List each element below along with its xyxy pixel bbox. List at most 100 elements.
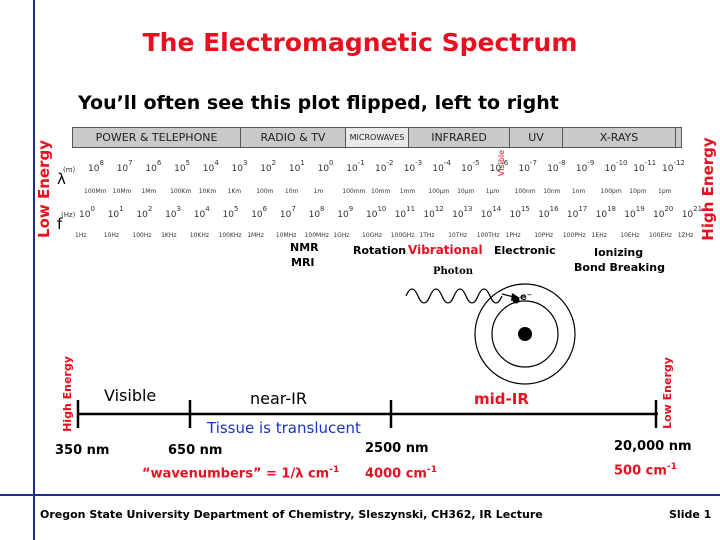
freq-power-2: 102 [136,205,153,220]
outer-orbit [474,283,576,385]
vibrational-label: Vibrational [408,243,483,257]
freq-tick-label-2: 100Hz [132,232,152,239]
freq-power-10: 1010 [366,205,387,220]
lambda-power-9: 10-1 [346,159,365,174]
lambda-power-1: 107 [116,159,133,174]
lambda-tick-label-20: 1pm [658,188,672,195]
freq-power-6: 106 [251,205,268,220]
electron-label: e⁻ [520,292,533,303]
lambda-exponent-7: 1 [300,159,305,167]
freq-power-11: 1011 [394,205,416,220]
freq-power-1: 101 [107,205,124,220]
lambda-tick-label-10: 10mm [371,188,391,195]
wavenumbers-label: “wavenumbers” = 1/λ cm-1 [142,465,339,481]
band-infrared: INFRARED [409,128,510,147]
freq-power-17: 1017 [566,205,588,220]
freq-exponent-21: 21 [693,205,703,213]
lambda-tick-label-12: 100μm [428,188,450,195]
lambda-tick-label-17: 1nm [571,188,586,195]
lambda-tick-label-15: 100nm [514,188,536,195]
freq-exponent-18: 18 [607,205,616,213]
freq-tick-label-6: 1MHz [247,232,264,239]
bond-breaking-label: Bond Breaking [574,261,665,274]
wavenumber-500: 500 cm-1 [614,462,677,478]
freq-unit: (Hz) [61,211,76,219]
band-xrays: X-RAYS [563,128,676,147]
lambda-power-10: 10-2 [375,159,394,174]
freq-power-3: 103 [165,205,182,220]
lambda-exponent-14: -6 [501,159,509,167]
freq-exponent-6: 6 [262,205,268,213]
photon-label: Photon [433,266,474,277]
freq-tick-label-0: 1Hz [75,232,87,239]
lambda-power-4: 104 [202,159,219,174]
freq-exponent-14: 14 [492,205,502,213]
lambda-tick-label-0: 100Mm [84,188,107,195]
freq-power-13: 1013 [452,205,473,220]
freq-power-21: 1021 [681,205,703,220]
lambda-symbol: λ [57,170,66,188]
band-microwaves: MICROWAVES [346,128,409,147]
freq-tick-label-18: 1EHz [591,232,607,239]
freq-tick-label-1: 10Hz [103,232,119,239]
lambda-exponent-8: 0 [329,159,334,167]
label-650nm: 650 nm [168,443,223,458]
footer-divider [0,494,720,496]
lambda-tick-label-3: 100Km [170,188,192,195]
lambda-tick-label-2: 1Mm [141,188,157,195]
label-350nm: 350 nm [55,443,110,458]
lambda-exponent-4: 4 [214,159,219,167]
freq-power-9: 109 [337,205,354,220]
freq-exponent-10: 10 [377,205,387,213]
freq-power-8: 108 [308,205,325,220]
wavenumber-500-text: 500 cm [614,463,667,479]
freq-tick-label-15: 1PHz [505,232,521,239]
wavenumber-4000: 4000 cm-1 [365,465,437,481]
lambda-power-7: 101 [288,159,305,174]
lambda-tick-label-4: 10Km [198,188,217,195]
lambda-power-8: 100 [317,159,334,174]
photon-wave [405,288,503,304]
freq-power-12: 1012 [423,205,444,220]
lambda-power-17: 10-9 [575,159,595,174]
freq-tick-label-19: 10EHz [620,232,640,239]
tissue-translucent-label: Tissue is translucent [207,419,361,437]
freq-exponent-19: 19 [635,205,645,213]
freq-tick-label-5: 100KHz [218,232,242,239]
lambda-tick-label-7: 10m [284,188,299,195]
lambda-power-13: 10-5 [461,159,480,174]
nucleus [518,327,532,341]
freq-exponent-11: 11 [406,205,416,213]
lambda-exponent-17: -9 [587,159,595,167]
freq-exponent-12: 12 [434,205,444,213]
left-border-line [33,0,35,540]
lambda-tick-label-6: 100m [256,188,274,195]
lambda-power-2: 106 [145,159,162,174]
bottom-visible-label: Visible [104,386,157,405]
electronic-label: Electronic [494,244,556,257]
band-power-telephone: POWER & TELEPHONE [73,128,241,147]
freq-tick-label-3: 1KHz [161,232,177,239]
freq-exponent-1: 1 [119,205,124,213]
lambda-power-0: 108 [88,159,104,174]
freq-tick-label-21: 1ZHz [677,232,694,239]
freq-tick-label-12: 1THz [419,232,435,239]
lambda-exponent-1: 7 [128,159,133,167]
lambda-tick-label-11: 1mm [399,188,416,195]
freq-exponent-9: 9 [348,205,354,213]
freq-power-14: 1014 [480,205,502,220]
lambda-power-12: 10-4 [432,159,451,174]
ionizing-label: Ionizing [594,246,644,259]
freq-power-0: 100 [79,205,95,220]
wavenumber-4000-exponent: -1 [426,465,437,475]
freq-exponent-7: 7 [291,205,296,213]
lambda-tick-label-16: 10nm [543,188,561,195]
freq-tick-label-11: 100GHz [390,232,415,239]
lambda-tick-label-5: 1Km [227,188,242,195]
lambda-exponent-16: -8 [558,159,566,167]
lambda-tick-label-8: 1m [313,188,324,195]
lambda-tick-label-14: 1μm [485,188,500,195]
wavenumber-4000-text: 4000 cm [365,466,427,482]
lambda-tick-label-1: 10Mm [112,188,132,195]
